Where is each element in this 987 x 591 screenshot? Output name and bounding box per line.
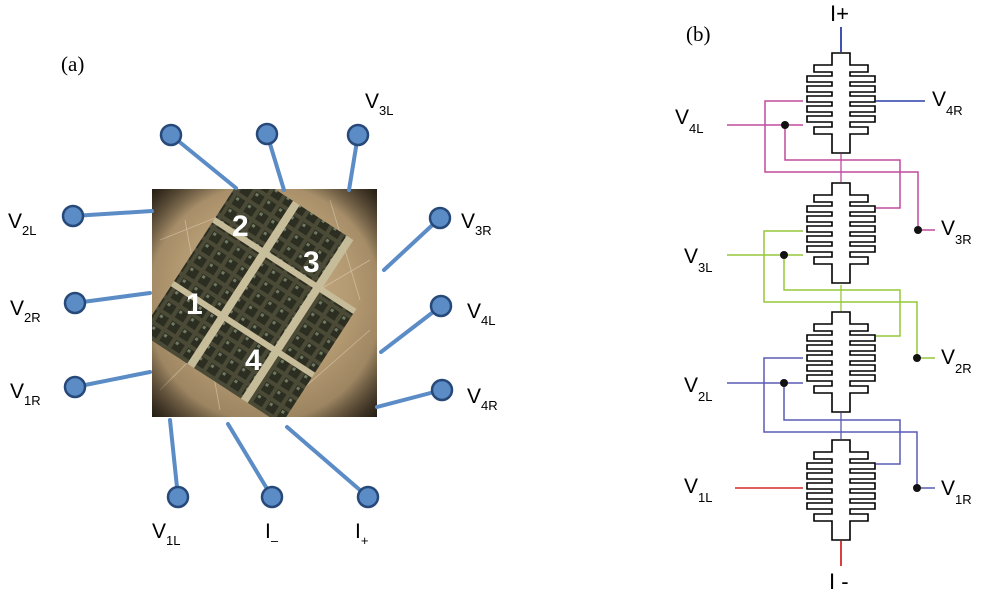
hallbar-3 — [806, 182, 876, 284]
label-b-v1r: V1R — [941, 477, 972, 507]
bond-wire — [226, 422, 274, 499]
bond-wire — [73, 370, 152, 389]
square-label-1: 1 — [186, 288, 203, 321]
bond-wire — [73, 291, 152, 305]
label-a-v1l: V1L — [152, 520, 180, 548]
wiring-pair-4 — [727, 100, 935, 231]
junction-dot — [913, 354, 921, 362]
wiring-pair-2 — [727, 357, 935, 489]
junction-dot — [913, 484, 921, 492]
junction-dot — [781, 121, 789, 129]
square-label-3: 3 — [303, 246, 320, 279]
junction-dots — [780, 121, 922, 492]
bond-wire — [379, 304, 443, 354]
label-b-v1l: V1L — [684, 475, 712, 505]
bond-wire — [71, 209, 154, 218]
contact-pad — [166, 485, 190, 509]
bond-wire — [168, 418, 180, 499]
hallbar-1 — [806, 439, 876, 541]
label-a-v3l: V3L — [365, 90, 393, 118]
junction-dot — [780, 251, 788, 259]
label-a-v4r: V4R — [467, 385, 498, 413]
label-b-v4r: V4R — [932, 88, 963, 118]
contact-pad — [159, 123, 183, 147]
junction-dot — [914, 226, 922, 234]
panel-a-label: (a) — [61, 52, 84, 76]
contact-pad — [260, 485, 284, 509]
hallbar-2 — [806, 311, 876, 413]
label-b-v4l: V4L — [675, 106, 703, 136]
bond-wire — [382, 216, 442, 272]
square-label-4: 4 — [245, 344, 262, 377]
junction-dot — [780, 379, 788, 387]
contact-pad — [255, 122, 279, 146]
label-a-i-plus: I+ — [355, 520, 368, 548]
hallbar-4 — [806, 52, 876, 154]
contact-pads — [61, 122, 454, 509]
label-a-v3r: V3R — [461, 210, 492, 238]
label-b-v3r: V3R — [941, 217, 972, 247]
bond-wire — [169, 133, 238, 190]
label-b-v2r: V2R — [941, 346, 972, 376]
label-a-v2l: V2L — [8, 210, 36, 238]
square-label-2: 2 — [232, 210, 249, 243]
contact-pad — [63, 291, 87, 315]
label-a-v1r: V1R — [10, 380, 41, 408]
device-micrograph — [152, 189, 377, 417]
contact-pad — [428, 206, 452, 230]
contact-pad — [429, 294, 453, 318]
label-b-v3l: V3L — [684, 245, 712, 275]
contact-pad — [430, 378, 454, 402]
label-b-i-minus: I - — [829, 569, 849, 591]
contact-pad — [61, 204, 85, 228]
label-a-v2r: V2R — [10, 297, 41, 325]
label-a-v4l: V4L — [467, 300, 495, 328]
label-a-i-minus: I– — [265, 520, 279, 548]
wiring-pair-3 — [727, 230, 935, 359]
contact-pad — [346, 123, 370, 147]
panel-b-label: (b) — [686, 22, 711, 46]
bond-wire — [285, 425, 370, 499]
label-b-i-plus: I+ — [830, 1, 849, 26]
contact-pad — [356, 485, 380, 509]
contact-pad — [63, 375, 87, 399]
label-b-v2l: V2L — [684, 374, 712, 404]
